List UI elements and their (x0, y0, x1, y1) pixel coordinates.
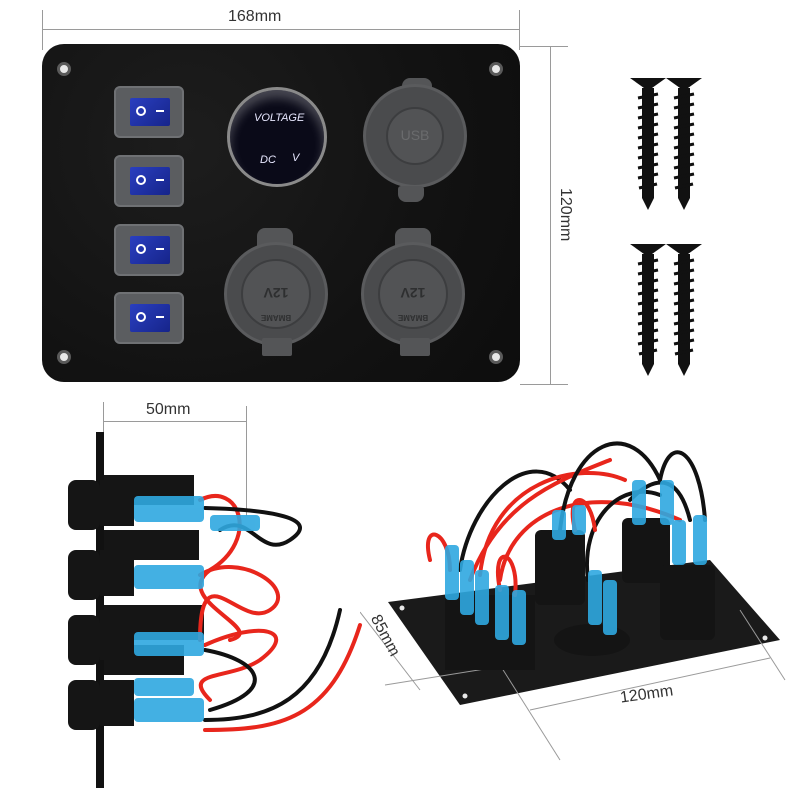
on-circle-icon (136, 106, 146, 116)
height-dimension-label: 120mm (557, 188, 574, 242)
usb-cap-center: USB (386, 107, 444, 165)
width-dimension-label: 168mm (228, 8, 282, 25)
height-dimension-tick-top (520, 46, 568, 47)
socket-1-cap-bottom-tab (262, 338, 292, 356)
voltmeter-title: VOLTAGE (254, 112, 305, 124)
off-bar-icon (156, 179, 164, 181)
depth-dimension-label: 50mm (146, 401, 191, 418)
mount-hole-bottom-right (489, 350, 503, 364)
width-dimension-tick-right (519, 10, 520, 50)
voltmeter-display: VOLTAGE DC V (227, 87, 327, 187)
socket-2-cap-bottom-tab (400, 338, 430, 356)
mounting-screws-icon (630, 78, 702, 376)
voltmeter-unit-label: V (292, 152, 300, 164)
off-bar-icon (156, 248, 164, 250)
rocker-switch-2[interactable] (114, 155, 184, 207)
width-dimension-tick-left (42, 10, 43, 50)
rocker-switch-3[interactable] (114, 224, 184, 276)
usb-cap-tab (398, 186, 424, 202)
depth-dimension-tick-right (246, 406, 247, 516)
rocker-switch-4[interactable] (114, 292, 184, 344)
height-dimension-tick-bottom (520, 384, 568, 385)
on-circle-icon (136, 175, 146, 185)
rocker-button (130, 304, 170, 332)
socket-2-cap-center: 12V BMAME (378, 259, 448, 329)
mount-hole-bottom-left (57, 350, 71, 364)
power-socket-cap-1[interactable]: 12V BMAME (224, 242, 328, 346)
mount-hole-top-left (57, 62, 71, 76)
off-bar-icon (156, 316, 164, 318)
off-bar-icon (156, 110, 164, 112)
socket-1-cap-center: 12V BMAME (241, 259, 311, 329)
usb-socket-cap[interactable]: USB (363, 84, 467, 188)
socket-1-sub-label: BMAME (260, 313, 292, 322)
mount-hole-top-right (489, 62, 503, 76)
power-socket-cap-2[interactable]: 12V BMAME (361, 242, 465, 346)
side-view-wiring-illustration (68, 432, 362, 788)
depth-dimension-line (103, 421, 246, 422)
rocker-switch-1[interactable] (114, 86, 184, 138)
width-dimension-line (42, 29, 520, 30)
voltmeter-dc-label: DC (260, 154, 276, 166)
socket-2-label: 12V (400, 285, 426, 301)
socket-1-label: 12V (263, 285, 289, 301)
depth-dimension-tick-left (103, 402, 104, 432)
on-circle-icon (136, 244, 146, 254)
usb-cap-label: USB (400, 127, 430, 143)
rocker-button (130, 167, 170, 195)
socket-2-sub-label: BMAME (397, 313, 429, 322)
rocker-button (130, 98, 170, 126)
angled-view-wiring-illustration (360, 441, 786, 761)
height-dimension-line (550, 46, 551, 384)
rocker-button (130, 236, 170, 264)
on-circle-icon (136, 312, 146, 322)
